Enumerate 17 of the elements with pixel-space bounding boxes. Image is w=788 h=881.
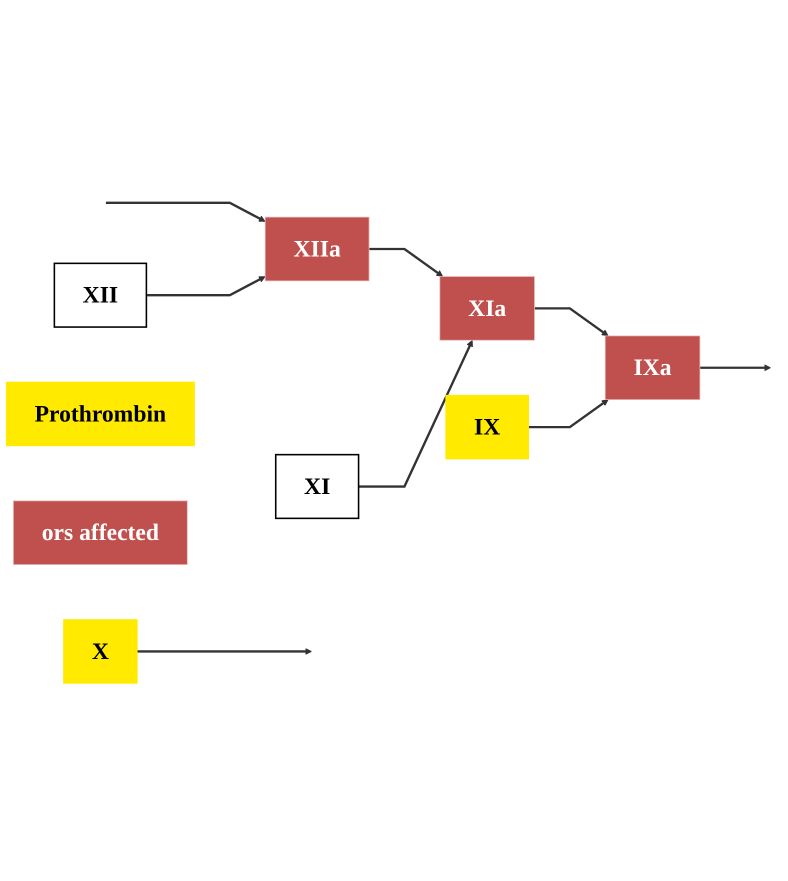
arrow: [528, 399, 609, 428]
arrow: [146, 276, 266, 297]
node-box: XIIa: [264, 216, 370, 282]
node-box: XI: [274, 454, 360, 520]
node-box: IX: [445, 395, 529, 460]
arrow: [358, 340, 473, 488]
arrow: [369, 248, 444, 278]
node-box: Prothrombin: [6, 382, 195, 446]
node-box: XII: [54, 262, 148, 328]
arrow: [137, 648, 312, 656]
node-box: X: [63, 619, 138, 684]
node-box: XIa: [439, 276, 535, 341]
arrow: [534, 307, 609, 336]
arrow: [700, 364, 771, 372]
node-box: ors affected: [13, 500, 188, 566]
arrow: [106, 202, 266, 222]
node-box: IXa: [604, 336, 700, 400]
